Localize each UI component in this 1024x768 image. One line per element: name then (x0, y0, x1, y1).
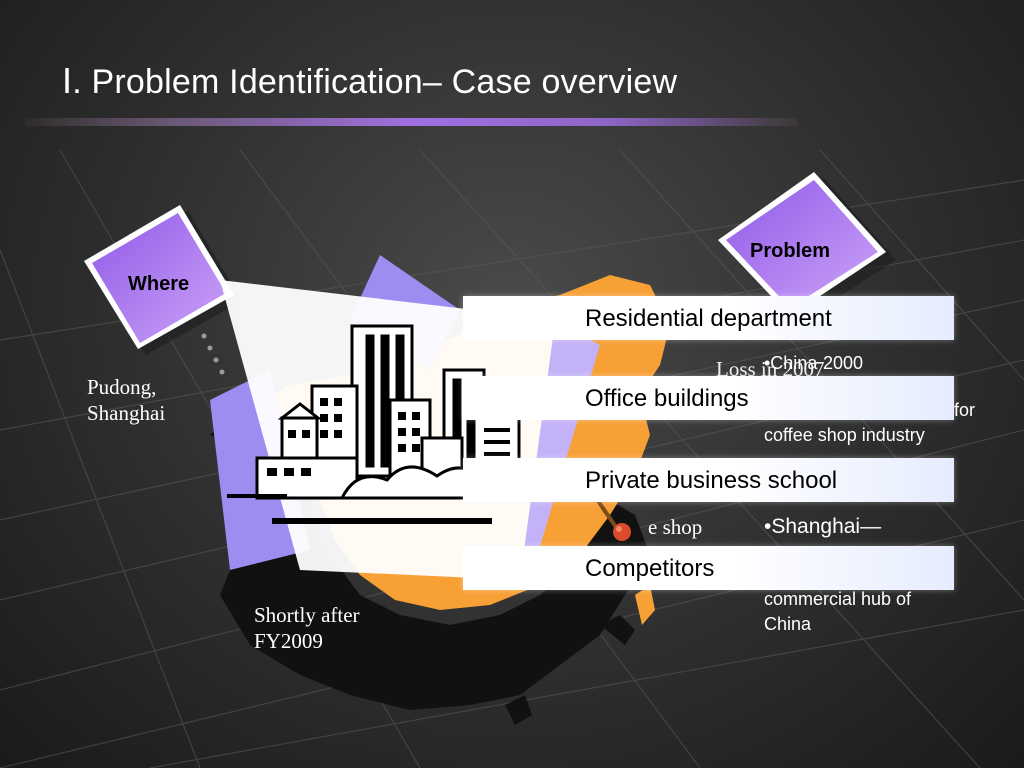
bullet-year-fragment: 2000 (823, 353, 864, 373)
where-diamond (84, 205, 242, 355)
problem-diamond (718, 172, 896, 322)
timing-line-1: Shortly after (254, 603, 360, 627)
bullet-for-fragment: for (954, 400, 976, 420)
where-label: Where (128, 273, 190, 295)
timing-text: Shortly after FY2009 (254, 602, 360, 654)
location-line-2: Shanghai (87, 401, 166, 425)
bullet-china-fragment: •China (764, 353, 818, 373)
bullet-shanghai-line: •Shanghai— (764, 515, 882, 538)
bullet-china-line: China (764, 614, 812, 634)
bullet-coffee-line: coffee shop industry (764, 425, 925, 445)
bar-residential-department: Residential department (463, 296, 954, 340)
bar-label: Residential department (585, 305, 832, 332)
city-buildings-icon (227, 324, 552, 524)
bullet-hub-line: commercial hub of (764, 589, 912, 609)
bar-office-buildings: Office buildings (463, 376, 954, 420)
connector-dots (201, 333, 225, 375)
bar-label: Office buildings (585, 385, 749, 412)
timing-line-2: FY2009 (254, 629, 323, 653)
bar-competitors: Competitors (463, 546, 954, 590)
location-text: Pudong, Shanghai (87, 374, 165, 426)
location-line-1: Pudong, (87, 375, 157, 399)
map-pin-icon (594, 496, 631, 541)
bar-private-business-school: Private business school (463, 458, 954, 502)
slide-title: Ⅰ. Problem Identification– Case overview (62, 63, 678, 101)
shop-text: e shop (648, 515, 703, 539)
bar-label: Private business school (585, 467, 838, 494)
title-underline (25, 118, 797, 126)
problem-label: Problem (750, 240, 831, 262)
bar-label: Competitors (585, 555, 715, 582)
